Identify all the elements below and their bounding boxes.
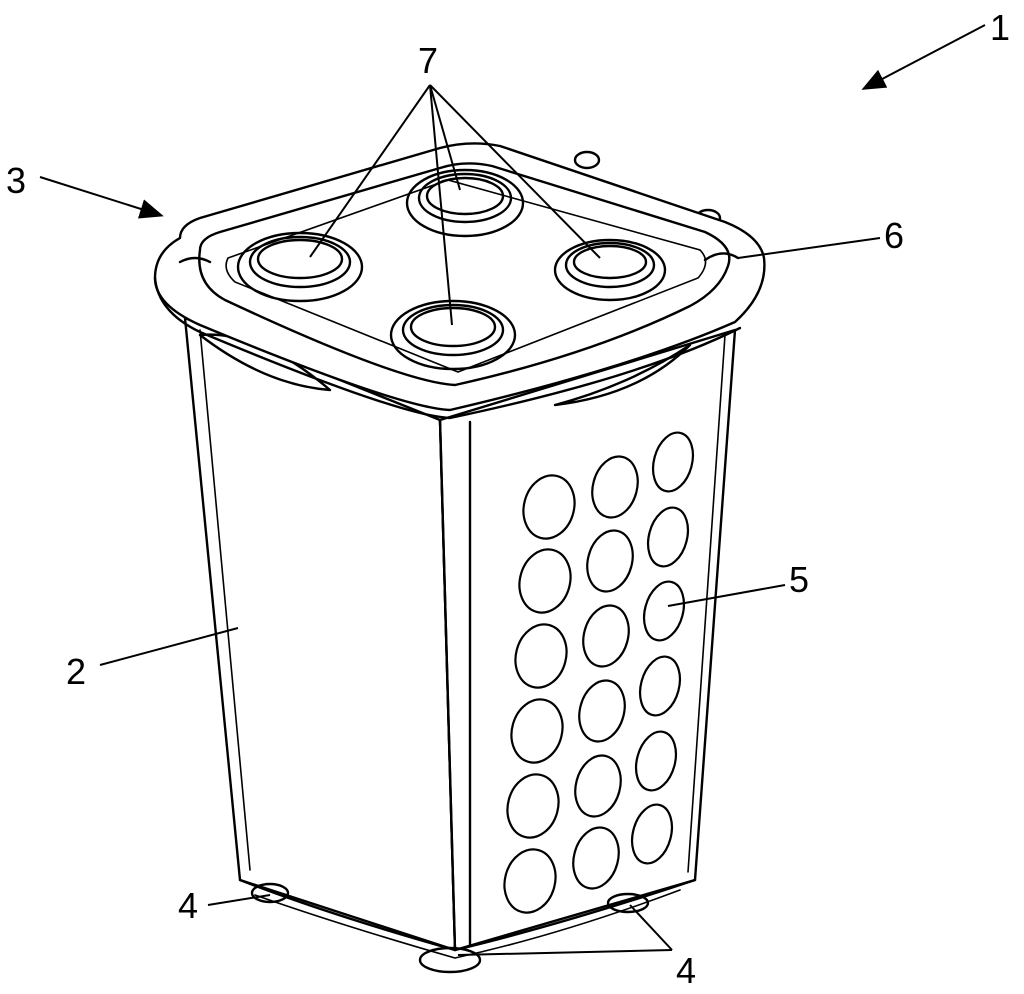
lid-buttons	[236, 168, 667, 371]
label-2: 2	[66, 651, 86, 692]
label-5: 5	[789, 559, 809, 600]
foot-left	[250, 882, 290, 904]
lid	[153, 142, 766, 420]
label-4-right: 4	[676, 950, 696, 991]
label-1: 1	[990, 7, 1010, 48]
label-6: 6	[884, 215, 904, 256]
label-7: 7	[418, 40, 438, 81]
lid-inner-rim	[198, 162, 731, 387]
label-3: 3	[6, 160, 26, 201]
leader-lines	[39, 24, 986, 956]
corner-rib	[438, 418, 457, 952]
foot-center	[418, 946, 482, 974]
lid-outer-rim	[153, 142, 766, 412]
foot-right	[606, 892, 650, 914]
reference-labels: 1 2 3 4 4 5 6 7	[6, 7, 1010, 991]
feet	[250, 882, 650, 974]
perforations	[503, 431, 695, 914]
label-4-left: 4	[178, 885, 198, 926]
